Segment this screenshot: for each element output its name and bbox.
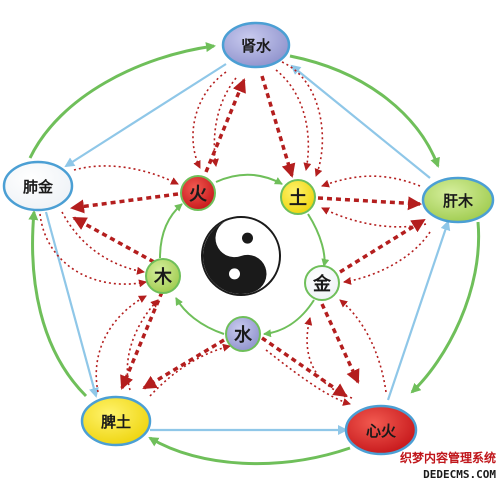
- arrow-heart-to-spleen: [148, 436, 351, 466]
- element-label-earth: 土: [289, 188, 307, 209]
- element-label-metal: 金: [312, 273, 332, 295]
- element-node-metal: 金: [304, 265, 340, 301]
- watermark: 织梦内容管理系统 DEDECMS.COM: [400, 450, 496, 481]
- arrow-fire-to-lung: [70, 192, 179, 214]
- arrow-fire-to-kidney: [204, 78, 246, 173]
- yin-yang-symbol: [201, 216, 281, 296]
- arrow-lung-to-kidney: [28, 42, 216, 159]
- dotted-lung-wood-b: [39, 213, 147, 288]
- element-label-fire: 火: [189, 184, 208, 205]
- element-node-wood: 木: [145, 258, 181, 294]
- dotted-kidney-earth-a: [275, 69, 312, 171]
- organ-label-spleen: 脾土: [101, 413, 131, 431]
- dotted-kidney-fire-b: [210, 77, 237, 167]
- organ-node-lung: 肺金: [2, 160, 74, 212]
- dotted-lung-wood-a: [61, 211, 145, 275]
- arrow-kidney-to-lung: [64, 63, 227, 168]
- dotted-liver-earth-a: [321, 175, 421, 188]
- organ-node-spleen: 脾土: [80, 395, 152, 447]
- arrow-water-to-spleen: [142, 338, 225, 390]
- organ-label-liver: 肝木: [443, 192, 474, 210]
- arrow-wood-to-lung: [72, 216, 155, 264]
- watermark-line2: DEDECMS.COM: [423, 468, 496, 481]
- dotted-heart-metal-a: [339, 299, 387, 393]
- arrow-lung-to-spleen: [44, 211, 99, 398]
- arrow-heart-to-liver: [386, 220, 451, 401]
- dotted-heart-metal-b: [304, 317, 353, 399]
- dotted-liver-earth-b: [321, 207, 427, 228]
- arrow-water-to-heart: [261, 336, 348, 398]
- arrow-spleen-to-lung: [28, 210, 88, 398]
- organ-node-heart: 心火: [344, 404, 418, 456]
- dotted-lung-fire-a: [73, 165, 179, 185]
- organ-label-heart: 心火: [366, 422, 397, 440]
- arrow-liver-to-kidney: [290, 64, 431, 179]
- dotted-water-heart: [265, 349, 351, 406]
- inner-fire-to-earth: [215, 173, 283, 185]
- element-label-wood: 木: [153, 266, 173, 288]
- element-label-water: 水: [234, 324, 253, 346]
- element-node-fire: 火: [180, 175, 216, 211]
- arrow-kidney-to-liver: [289, 54, 440, 168]
- dotted-kidney-earth-b: [281, 61, 324, 177]
- arrow-metal-to-heart: [320, 303, 360, 384]
- dotted-kidney-fire-a: [192, 71, 227, 169]
- organ-label-lung: 肺金: [23, 178, 54, 196]
- organ-label-kidney: 肾水: [241, 37, 272, 55]
- arrow-metal-to-liver: [339, 218, 426, 274]
- organ-node-liver: 肝木: [421, 176, 495, 224]
- dotted-spleen-water-a: [149, 343, 231, 397]
- watermark-line1: 织梦内容管理系统: [400, 450, 496, 465]
- dotted-curves: [39, 61, 431, 406]
- element-node-earth: 土: [280, 179, 316, 215]
- outer-generating-cycle: [28, 42, 481, 466]
- inner-metal-to-water: [263, 299, 315, 338]
- organ-node-kidney: 肾水: [221, 21, 291, 69]
- dotted-spleen-wood-a: [95, 295, 147, 393]
- inner-generating-cycle: [159, 173, 330, 338]
- arrow-liver-to-heart: [410, 221, 481, 394]
- inner-water-to-wood: [175, 297, 225, 335]
- dotted-spleen-wood-b: [126, 299, 159, 391]
- arrow-kidney-to-earth: [260, 75, 296, 178]
- arrow-earth-to-liver: [317, 196, 422, 211]
- dotted-liver-metal: [343, 231, 431, 285]
- controlling-star: [70, 75, 426, 398]
- outer-reverse-cycle: [44, 63, 451, 435]
- inner-earth-to-metal: [307, 213, 330, 267]
- element-node-water: 水: [225, 316, 261, 352]
- inner-wood-to-fire: [159, 203, 183, 259]
